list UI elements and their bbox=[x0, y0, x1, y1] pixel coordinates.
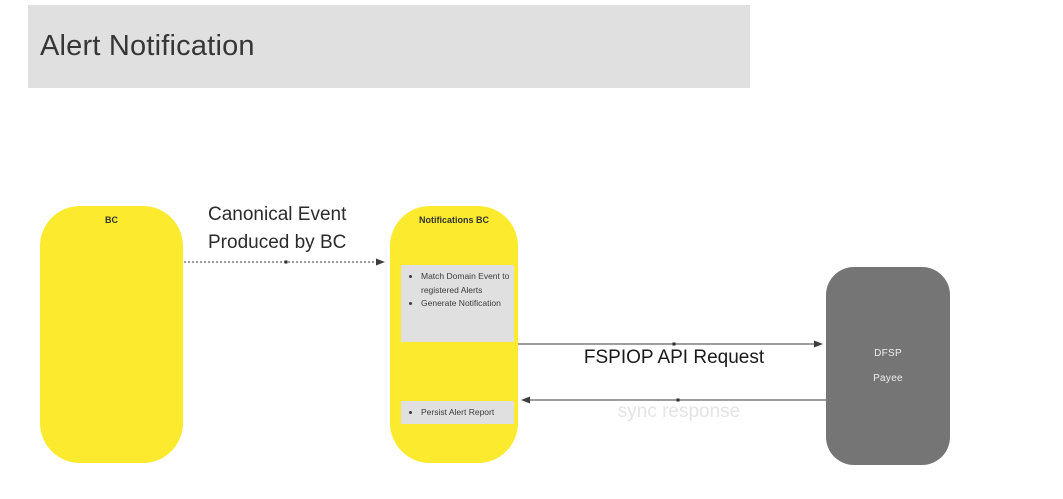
sync-response-label: sync response bbox=[617, 401, 741, 422]
process-step-item: Generate Notification bbox=[421, 297, 512, 311]
node-dfsp-sublabel: Payee bbox=[873, 373, 903, 384]
canonical-event-label-line1: Canonical Event bbox=[208, 204, 347, 225]
process-steps-box: Match Domain Event to registered Alerts … bbox=[401, 265, 514, 342]
canonical-event-label-line2: Produced by BC bbox=[208, 232, 347, 253]
node-notifications-bc-label: Notifications BC bbox=[418, 215, 489, 225]
node-dfsp-payee: DFSP Payee bbox=[826, 267, 950, 465]
canonical-event-label: Canonical Event Produced by BC bbox=[208, 201, 346, 257]
node-dfsp-label: DFSP bbox=[874, 348, 902, 359]
persist-report-box: Persist Alert Report bbox=[401, 401, 514, 424]
canonical-event-waypoint bbox=[284, 260, 288, 264]
page-title: Alert Notification bbox=[40, 30, 255, 62]
node-notifications-bc: Notifications BC Match Domain Event to r… bbox=[390, 206, 518, 463]
fspiop-request-label: FSPIOP API Request bbox=[583, 347, 765, 368]
persist-report-list: Persist Alert Report bbox=[401, 407, 494, 418]
persist-report-item: Persist Alert Report bbox=[421, 407, 494, 418]
process-step-item: Match Domain Event to registered Alerts bbox=[421, 270, 512, 297]
fspiop-request-waypoint bbox=[672, 342, 676, 346]
title-bar: Alert Notification bbox=[28, 5, 750, 88]
process-steps-list: Match Domain Event to registered Alerts … bbox=[401, 270, 512, 311]
node-bc-label: BC bbox=[105, 215, 118, 225]
node-bc: BC bbox=[40, 206, 183, 463]
